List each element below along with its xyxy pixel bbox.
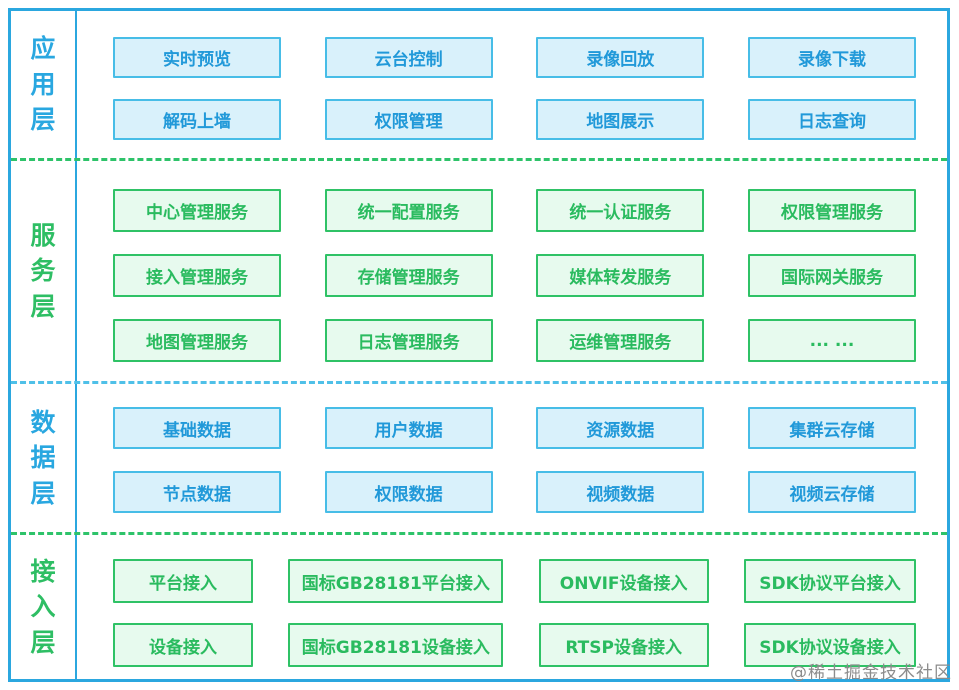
box-media-forward-service: 媒体转发服务 [536, 254, 705, 297]
box-permission-mgmt-service: 权限管理服务 [747, 189, 916, 232]
box-cluster-cloud-storage: 集群云存储 [747, 407, 916, 449]
box-rtsp-device-access: RTSP设备接入 [538, 623, 709, 667]
box-row: 节点数据 权限数据 视频数据 视频云存储 [77, 471, 947, 513]
layer-access-content: 平台接入 国标GB28181平台接入 ONVIF设备接入 SDK协议平台接入 设… [77, 535, 947, 679]
box-row: 解码上墙 权限管理 地图展示 日志查询 [77, 99, 947, 140]
box-video-download: 录像下载 [747, 37, 916, 78]
box-gb28181-device-access: 国标GB28181设备接入 [288, 623, 504, 667]
layer-label-text: 接入层 [30, 556, 56, 657]
box-platform-access: 平台接入 [113, 559, 253, 603]
box-row: 设备接入 国标GB28181设备接入 RTSP设备接入 SDK协议设备接入 [77, 623, 947, 667]
box-row: 实时预览 云台控制 录像回放 录像下载 [77, 37, 947, 78]
box-central-mgmt-service: 中心管理服务 [113, 189, 281, 232]
box-sdk-platform-access: SDK协议平台接入 [743, 559, 916, 603]
layer-application-content: 实时预览 云台控制 录像回放 录像下载 解码上墙 权限管理 地图展示 日志查询 [77, 11, 947, 158]
box-permission-data: 权限数据 [324, 471, 493, 513]
box-intl-gateway-service: 国际网关服务 [747, 254, 916, 297]
layer-label-application: 应用层 [11, 11, 77, 158]
box-gb28181-platform-access: 国标GB28181平台接入 [288, 559, 504, 603]
layer-label-data: 数据层 [11, 384, 77, 532]
layer-label-service: 服务层 [11, 161, 77, 381]
watermark: @稀土掘金技术社区 [790, 663, 952, 683]
box-access-mgmt-service: 接入管理服务 [113, 254, 281, 297]
box-resource-data: 资源数据 [536, 407, 705, 449]
layer-label-text: 应用层 [30, 34, 56, 135]
box-video-cloud-storage: 视频云存储 [747, 471, 916, 513]
box-ops-mgmt-service: 运维管理服务 [536, 319, 705, 362]
box-map-display: 地图展示 [536, 99, 705, 140]
box-log-query: 日志查询 [747, 99, 916, 140]
box-basic-data: 基础数据 [113, 407, 281, 449]
box-decode-to-wall: 解码上墙 [113, 99, 281, 140]
diagram-frame: 应用层 实时预览 云台控制 录像回放 录像下载 解码上墙 权限管理 地图展示 日… [8, 8, 950, 682]
box-sdk-device-access: SDK协议设备接入 [743, 623, 916, 667]
layer-service-content: 中心管理服务 统一配置服务 统一认证服务 权限管理服务 接入管理服务 存储管理服… [77, 161, 947, 381]
box-row: 地图管理服务 日志管理服务 运维管理服务 ... ... [77, 319, 947, 362]
box-row: 平台接入 国标GB28181平台接入 ONVIF设备接入 SDK协议平台接入 [77, 559, 947, 603]
layer-label-text: 服务层 [30, 220, 56, 321]
layer-label-text: 数据层 [30, 407, 56, 508]
box-video-data: 视频数据 [536, 471, 705, 513]
box-device-access: 设备接入 [113, 623, 253, 667]
box-onvif-device-access: ONVIF设备接入 [538, 559, 709, 603]
box-unified-config-service: 统一配置服务 [324, 189, 493, 232]
layer-access: 接入层 平台接入 国标GB28181平台接入 ONVIF设备接入 SDK协议平台… [11, 532, 947, 679]
box-more-services: ... ... [747, 319, 916, 362]
box-row: 基础数据 用户数据 资源数据 集群云存储 [77, 407, 947, 449]
box-ptz-control: 云台控制 [324, 37, 493, 78]
box-unified-auth-service: 统一认证服务 [536, 189, 705, 232]
box-row: 中心管理服务 统一配置服务 统一认证服务 权限管理服务 [77, 189, 947, 232]
box-map-mgmt-service: 地图管理服务 [113, 319, 281, 362]
layer-service: 服务层 中心管理服务 统一配置服务 统一认证服务 权限管理服务 接入管理服务 存… [11, 158, 947, 381]
box-log-mgmt-service: 日志管理服务 [324, 319, 493, 362]
box-permission-mgmt: 权限管理 [324, 99, 493, 140]
box-user-data: 用户数据 [324, 407, 493, 449]
box-video-playback: 录像回放 [536, 37, 705, 78]
layer-data-content: 基础数据 用户数据 资源数据 集群云存储 节点数据 权限数据 视频数据 视频云存… [77, 384, 947, 532]
layer-label-access: 接入层 [11, 535, 77, 679]
box-storage-mgmt-service: 存储管理服务 [324, 254, 493, 297]
box-row: 接入管理服务 存储管理服务 媒体转发服务 国际网关服务 [77, 254, 947, 297]
layer-application: 应用层 实时预览 云台控制 录像回放 录像下载 解码上墙 权限管理 地图展示 日… [11, 11, 947, 158]
layer-data: 数据层 基础数据 用户数据 资源数据 集群云存储 节点数据 权限数据 视频数据 … [11, 381, 947, 532]
box-node-data: 节点数据 [113, 471, 281, 513]
box-live-preview: 实时预览 [113, 37, 281, 78]
